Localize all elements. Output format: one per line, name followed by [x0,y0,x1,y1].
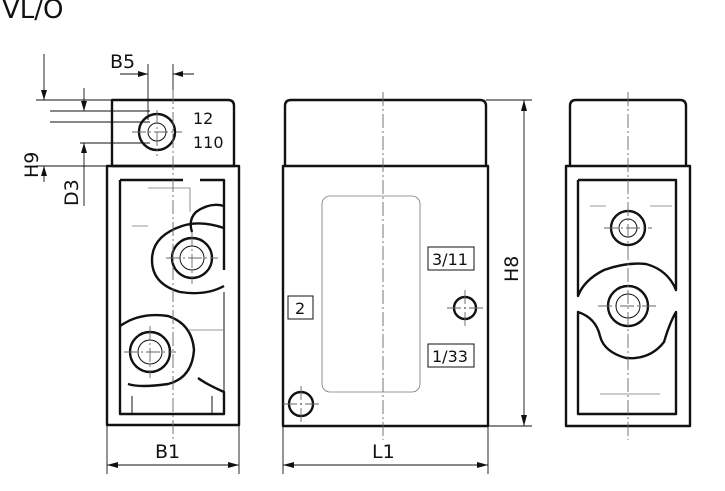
port-label-1-33: 1/33 [432,347,468,366]
port-box-1-33 [427,343,475,368]
port-box-2 [287,295,314,320]
drawing-title: VL/O [2,0,64,25]
middle-view [281,92,490,440]
port-box-3-11 [427,246,475,271]
port-label-2: 2 [295,299,305,318]
dim-l1-label: L1 [372,441,395,463]
port-label-3-11: 3/11 [432,250,468,269]
dimensions: B5 H9 D3 B1 L1 H8 [21,51,532,474]
dim-h9-label: H9 [21,152,43,178]
dim-b1-label: B1 [155,441,180,463]
port-labels: 12 110 3/11 2 1/33 [193,109,475,368]
dim-h8-label: H8 [501,256,523,282]
dim-b5-label: B5 [110,51,135,73]
right-view [564,92,692,440]
port-label-110: 110 [193,133,224,152]
left-view [105,90,241,440]
dim-d3-label: D3 [61,179,83,206]
port-label-12: 12 [193,109,213,128]
